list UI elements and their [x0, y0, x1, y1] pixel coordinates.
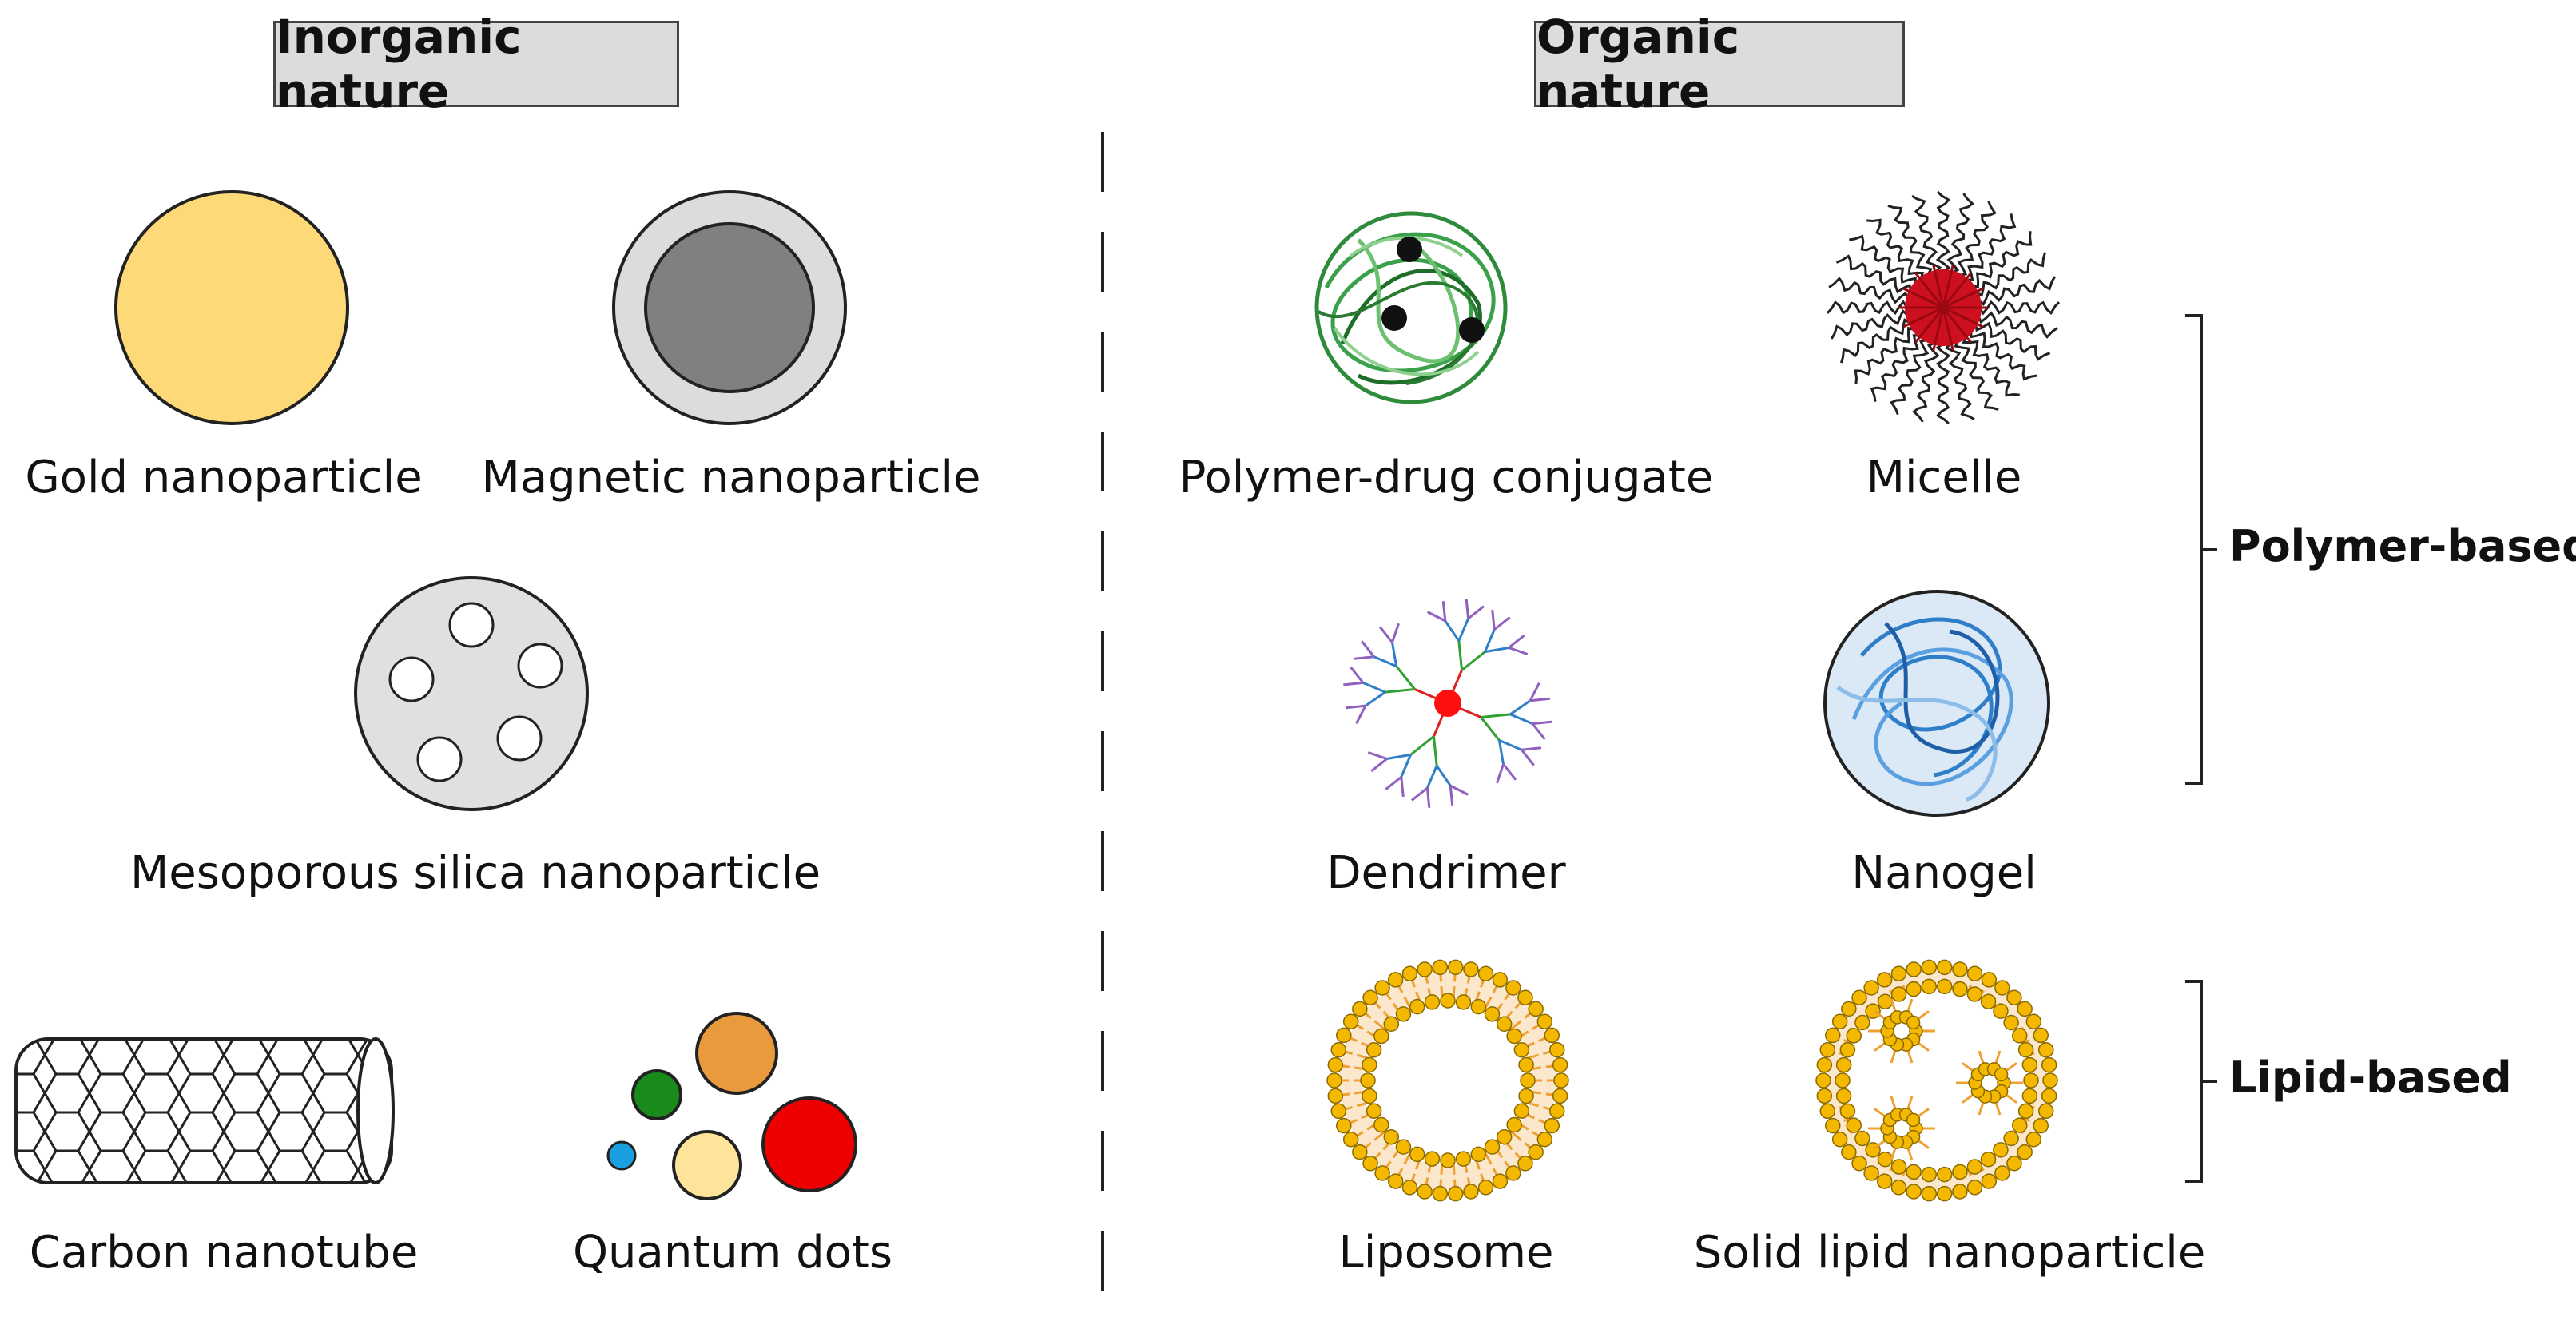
liposome-label: Liposome [1338, 1227, 1554, 1279]
magnetic-nanoparticle-icon [612, 190, 847, 425]
gold-nanoparticle-icon [114, 190, 349, 425]
quantum-dots-icon [606, 1012, 857, 1200]
quantum-dots-label: Quantum dots [572, 1227, 893, 1279]
solid-lipid-nanoparticle-label: Solid lipid nanoparticle [1693, 1227, 2206, 1279]
dendrimer-icon [1343, 599, 1552, 808]
solid-lipid-nanoparticle-icon [1815, 959, 2058, 1202]
mesoporous-silica-label: Mesoporous silica nanoparticle [129, 847, 821, 899]
lipid-bracket [2185, 980, 2217, 1183]
organic-header: Organic nature [1534, 10, 1905, 118]
polymer-drug-conjugate-label: Polymer-drug conjugate [1179, 452, 1714, 503]
micelle-icon [1826, 190, 2061, 425]
micelle-label: Micelle [1866, 452, 2022, 503]
lipid-based-label: Lipid-based [2229, 1052, 2512, 1103]
carbon-nanotube-icon [14, 1037, 395, 1184]
gold-nanoparticle-label: Gold nanoparticle [25, 452, 423, 503]
polymer-bracket [2185, 314, 2217, 785]
dendrimer-label: Dendrimer [1326, 847, 1566, 899]
liposome-icon [1326, 959, 1569, 1202]
polymer-drug-conjugate-icon [1314, 211, 1508, 404]
polymer-based-label: Polymer-based [2229, 521, 2576, 571]
nanogel-label: Nanogel [1851, 847, 2037, 899]
nanogel-icon [1823, 590, 2050, 817]
magnetic-nanoparticle-label: Magnetic nanoparticle [481, 452, 981, 503]
mesoporous-silica-icon [354, 576, 589, 811]
carbon-nanotube-label: Carbon nanotube [29, 1227, 419, 1279]
